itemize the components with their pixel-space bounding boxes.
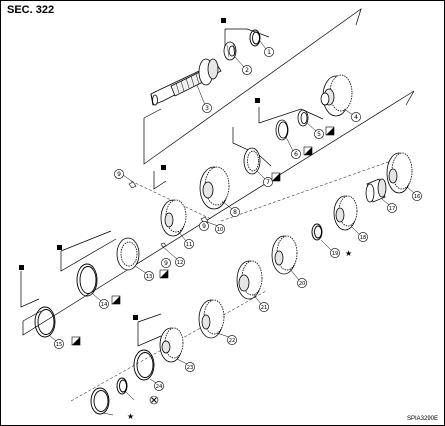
section-label: SEC. 322 bbox=[7, 4, 55, 16]
callout-circle-19 bbox=[330, 248, 340, 258]
callout-circle-2 bbox=[242, 65, 252, 75]
callout-circle-6 bbox=[291, 149, 301, 159]
callout-circle-11 bbox=[184, 239, 194, 249]
part-label-12: 12 bbox=[177, 260, 184, 266]
synchronizer-part-7 bbox=[243, 147, 261, 175]
set-markers bbox=[19, 18, 260, 320]
part-label-11: 11 bbox=[186, 242, 193, 248]
replace-icon-fill bbox=[72, 127, 334, 345]
callout-circle-9-b bbox=[199, 221, 209, 231]
callout-circle-8 bbox=[230, 207, 240, 217]
part-label-22: 22 bbox=[229, 338, 236, 344]
frame-countershaft bbox=[22, 90, 415, 336]
bracket-set-5-6 bbox=[258, 107, 324, 124]
part-label-13: 13 bbox=[146, 274, 153, 280]
bracket-set-8-10 bbox=[153, 171, 167, 190]
snap-ring-part-23 bbox=[116, 377, 128, 395]
part-label-1: 1 bbox=[267, 49, 271, 56]
callout-circle-1 bbox=[264, 47, 274, 57]
part-label-8: 8 bbox=[233, 209, 237, 216]
bracket-set-13 bbox=[20, 271, 40, 308]
callout-circle-3 bbox=[202, 103, 212, 113]
part-label-10: 10 bbox=[217, 227, 224, 233]
part-label-9: 9 bbox=[117, 171, 121, 178]
gear-part-20 bbox=[198, 299, 225, 339]
callout-circle-13 bbox=[144, 271, 154, 281]
callout-circle-21 bbox=[259, 302, 269, 312]
callout-circle-18 bbox=[358, 232, 368, 242]
part-label-23: 23 bbox=[187, 365, 194, 371]
callout-circle-16 bbox=[412, 191, 422, 201]
snap-ring-part-17 bbox=[311, 223, 323, 241]
part-label-3: 3 bbox=[205, 105, 209, 112]
ring-part-6 bbox=[275, 119, 289, 141]
ring-part-5 bbox=[297, 109, 309, 127]
pin-part-9-bottom bbox=[160, 242, 167, 248]
part-label-6: 6 bbox=[294, 151, 298, 158]
callout-circle-9-c bbox=[161, 258, 171, 268]
callout-circle-23 bbox=[185, 362, 195, 372]
hub-part-10 bbox=[160, 199, 187, 237]
callout-circle-10 bbox=[215, 224, 225, 234]
callout-circle-4 bbox=[351, 112, 361, 122]
part-label-15: 15 bbox=[56, 342, 63, 348]
gear-part-21 bbox=[159, 327, 184, 363]
ring-part-12 bbox=[76, 263, 98, 297]
notation-icons bbox=[71, 126, 335, 405]
bracket-set-21-22 bbox=[137, 322, 162, 347]
part-label-17: 17 bbox=[389, 206, 396, 212]
star-icon: ★ bbox=[345, 249, 352, 258]
gear-part-14 bbox=[386, 152, 413, 194]
bracket-set-1-2 bbox=[225, 28, 270, 38]
gear-part-19 bbox=[236, 260, 263, 300]
ring-part-13 bbox=[34, 306, 56, 338]
part-label-9-b: 9 bbox=[202, 223, 206, 230]
part-label-16: 16 bbox=[414, 194, 421, 200]
part-label-5: 5 bbox=[317, 131, 321, 138]
part-label-7: 7 bbox=[266, 179, 270, 186]
part-label-9-c: 9 bbox=[164, 260, 168, 267]
synchronizer-part-11 bbox=[116, 237, 140, 271]
star-icon: ★ bbox=[127, 412, 134, 421]
gear-part-4 bbox=[320, 74, 353, 117]
callout-circle-7 bbox=[263, 177, 273, 187]
discard-icon-cross bbox=[151, 397, 157, 403]
part-number-labels: 1234567891011121314151617181920212223249… bbox=[54, 47, 422, 391]
image-code: SPIA3290E bbox=[406, 416, 438, 422]
mainshaft-part-3 bbox=[150, 58, 222, 106]
bushing-part-16 bbox=[365, 178, 387, 203]
gear-part-15 bbox=[333, 195, 358, 231]
callout-circle-22 bbox=[227, 335, 237, 345]
star-markers: ★ ★ bbox=[127, 249, 352, 421]
ring-part-24 bbox=[90, 387, 110, 415]
callout-circle-9 bbox=[114, 169, 124, 179]
part-label-18: 18 bbox=[360, 235, 367, 241]
callout-circle-20 bbox=[297, 278, 307, 288]
bracket-set-11-12 bbox=[60, 238, 117, 272]
part-label-14: 14 bbox=[101, 302, 108, 308]
ring-part-22 bbox=[133, 349, 155, 381]
callout-circle-15 bbox=[54, 339, 64, 349]
callout-circle-17 bbox=[387, 203, 397, 213]
frame-mainshaft bbox=[143, 8, 362, 165]
part-label-20: 20 bbox=[299, 281, 306, 287]
callout-circle-5 bbox=[314, 129, 324, 139]
part-label-19: 19 bbox=[332, 251, 339, 257]
callout-circle-24 bbox=[154, 381, 164, 391]
callout-circle-14 bbox=[99, 299, 109, 309]
part-label-2: 2 bbox=[245, 67, 249, 74]
part-label-21: 21 bbox=[261, 305, 268, 311]
gear-part-8 bbox=[199, 166, 230, 210]
frame-gear-7 bbox=[232, 127, 272, 167]
part-label-4: 4 bbox=[354, 114, 358, 121]
snap-ring-part-1 bbox=[249, 29, 261, 47]
pin-part-9-top bbox=[128, 181, 137, 189]
bearing-part-2 bbox=[223, 41, 237, 61]
callout-circle-12 bbox=[175, 257, 185, 267]
part-label-24: 24 bbox=[156, 384, 163, 390]
gear-part-18 bbox=[271, 235, 298, 275]
